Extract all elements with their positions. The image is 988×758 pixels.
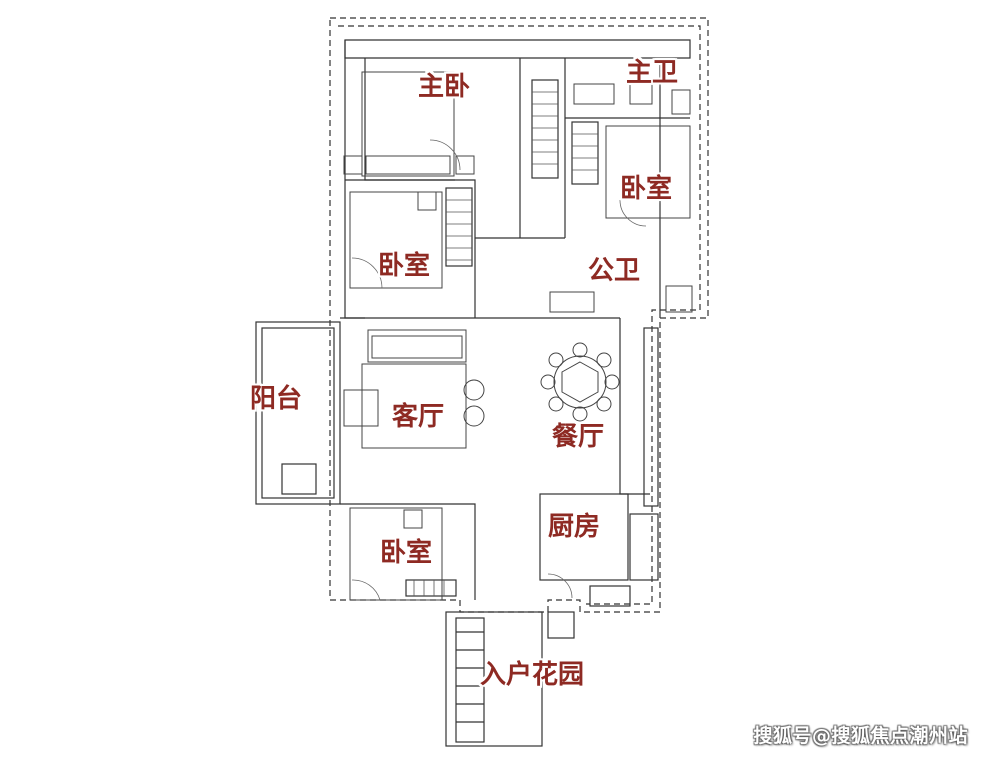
label-public-bath: 公卫 bbox=[588, 256, 641, 286]
armchair bbox=[343, 389, 379, 427]
kitchen-counter bbox=[629, 513, 659, 581]
balcony-washer bbox=[281, 463, 317, 495]
label-bedroom-east: 卧室 bbox=[620, 174, 673, 204]
label-master-bath: 主卫 bbox=[626, 58, 679, 88]
label-balcony: 阳台 bbox=[250, 384, 303, 414]
bed-west bbox=[349, 191, 443, 289]
nightstand-3 bbox=[417, 191, 437, 211]
dining-table bbox=[553, 355, 607, 409]
nightstand-4 bbox=[403, 509, 423, 529]
stove bbox=[589, 585, 631, 607]
stool-2 bbox=[463, 405, 485, 427]
sofa bbox=[367, 329, 467, 363]
nightstand-2 bbox=[455, 155, 475, 175]
label-master-bedroom: 主卧 bbox=[418, 72, 471, 102]
nightstand-1 bbox=[343, 155, 363, 175]
tv-unit-2 bbox=[549, 291, 595, 313]
bath-fixture-2 bbox=[671, 89, 691, 115]
coffee-table bbox=[361, 363, 467, 449]
watermark: 搜狐号@搜狐焦点潮州站 bbox=[753, 725, 968, 747]
kitchen-outline bbox=[539, 493, 629, 581]
stool-1 bbox=[463, 379, 485, 401]
outer-dashed-boundary bbox=[329, 17, 709, 613]
bed-east bbox=[605, 125, 691, 219]
label-bedroom-west: 卧室 bbox=[378, 251, 431, 281]
balcony-outline bbox=[255, 321, 341, 505]
label-kitchen: 厨房 bbox=[548, 512, 601, 542]
hall-wall bbox=[345, 179, 476, 318]
wardrobe-2 bbox=[571, 121, 599, 185]
garden-outline bbox=[445, 611, 543, 747]
lower-bedroom-wall bbox=[340, 503, 476, 600]
dining-partition bbox=[619, 318, 650, 495]
master-bed bbox=[361, 71, 455, 177]
bed-south bbox=[349, 507, 443, 601]
tv-unit-1 bbox=[573, 83, 615, 105]
wardrobe-1 bbox=[531, 79, 559, 179]
shoe-cabinet bbox=[547, 611, 575, 639]
label-bedroom-south: 卧室 bbox=[380, 538, 433, 568]
label-living-room: 客厅 bbox=[392, 402, 445, 432]
bath-fixture-1 bbox=[629, 81, 653, 105]
top-wall bbox=[344, 39, 691, 59]
bath-fixture-3 bbox=[665, 285, 693, 313]
inner-dashed-boundary bbox=[338, 25, 701, 605]
wardrobe-4 bbox=[405, 579, 457, 597]
label-dining-room: 餐厅 bbox=[552, 422, 605, 452]
wardrobe-3 bbox=[445, 187, 473, 267]
label-entry-garden: 入户花园 bbox=[480, 660, 585, 690]
